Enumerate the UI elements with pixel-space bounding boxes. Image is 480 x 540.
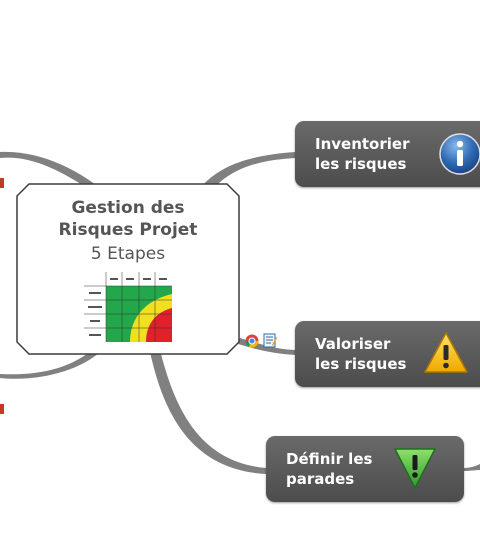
attachment-icon[interactable] [0,176,4,190]
topic-valoriser-les-risques[interactable]: Valoriser les risques [295,321,480,387]
note-icon[interactable] [263,333,277,348]
topic-inventorier-les-risques[interactable]: Inventorier les risques [295,121,480,187]
risk-matrix-image [84,272,172,342]
attachment-icon[interactable] [0,402,4,416]
warning-icon [424,332,468,373]
central-topic-subtitle: 5 Etapes [90,244,166,264]
down-arrow-exclamation-icon [394,448,436,489]
central-topic-title[interactable]: Gestion des Risques Projet [58,198,198,240]
topic-label: Définir les parades [286,450,373,488]
central-topic-frame [16,183,240,355]
chrome-icon[interactable] [245,334,259,348]
info-icon [439,133,480,175]
topic-label: Inventorier les risques [315,135,410,173]
topic-label: Valoriser les risques [315,335,407,373]
topic-definir-les-parades[interactable]: Définir les parades [266,436,464,502]
